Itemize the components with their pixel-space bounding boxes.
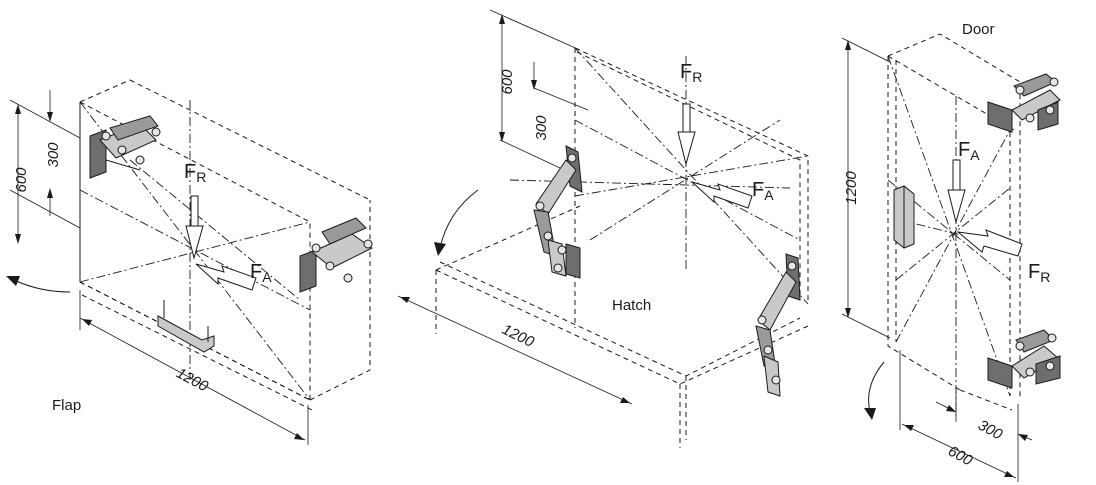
hatch-hinge-left [533,145,583,279]
flap-swing-arrowhead [6,276,20,286]
door-swing-arrowhead [864,408,876,420]
flap-dim-offset: 300 [45,142,62,168]
flap-dimensions [9,90,309,445]
door-force-a-label: FA [958,139,980,163]
door-force-a-arrow [947,159,966,224]
hatch-force-r-arrow [677,103,696,166]
hatch-dim-width: 1200 [499,321,537,351]
door-dim-height: 1200 [843,171,860,205]
hatch-force-r-label: FR [680,61,702,85]
door-force-r-arrow [956,229,1023,257]
flap-force-a-label: FA [250,261,272,285]
flap-force-a-arrow [195,263,257,291]
door-dim-offset: 300 [975,417,1006,444]
flap-diagram: 600 300 1200 [6,79,373,445]
door-hinge-top [987,73,1061,133]
door-handle [893,185,915,249]
door-diagram: 1200 300 600 [841,21,1061,482]
flap-force-r-label: FR [184,161,206,185]
flap-hinge-left [89,115,161,179]
flap-swing-arrow [13,279,71,293]
flap-hinge-right [299,217,373,293]
hatch-diagram: 600 300 1200 [397,9,809,448]
flap-force-r-arrow [185,195,204,260]
hatch-swing-arrow [439,189,479,249]
door-dimensions [841,37,1033,482]
flap-dim-height: 600 [13,167,30,193]
hatch-dimensions [397,9,633,405]
hatch-dim-offset: 300 [533,115,550,141]
hatch-dim-height: 600 [499,69,516,95]
hatch-swing-arrowhead [434,242,446,256]
flap-handle [157,300,215,353]
hatch-panel [435,47,809,448]
door-force-r-label: FR [1028,261,1050,285]
flap-dim-width: 1200 [173,365,211,396]
flap-caption: Flap [52,397,81,414]
door-swing-arrow [868,361,885,413]
door-caption: Door [962,21,995,38]
hatch-force-a-arrow [691,181,753,209]
door-panel [887,33,1021,416]
door-hinge-bottom [987,329,1061,389]
hatch-hinge-right [755,253,801,397]
hatch-force-a-label: FA [752,179,774,203]
hatch-caption: Hatch [612,297,651,314]
